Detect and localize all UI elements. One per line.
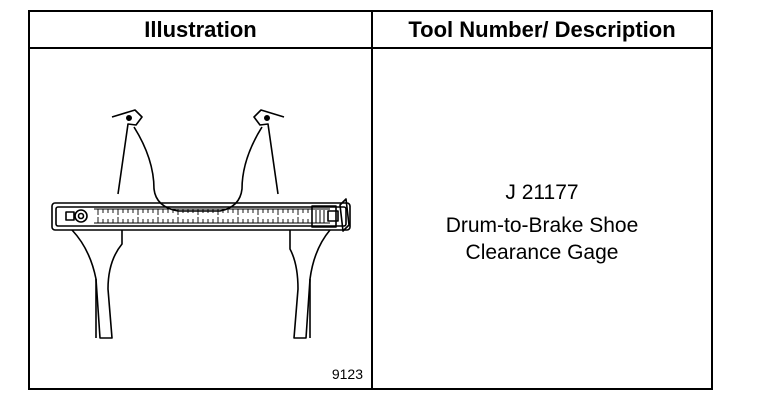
illustration-cell: 9123 xyxy=(30,49,371,388)
tool-description-line-2: Clearance Gage xyxy=(465,241,619,264)
description-header: Tool Number/ Description xyxy=(408,17,676,42)
column-divider xyxy=(371,12,373,388)
tool-description-line-1: Drum-to-Brake Shoe xyxy=(445,214,639,237)
clearance-gage-drawing-icon xyxy=(51,109,351,339)
tool-description-block: J 21177 Drum-to-Brake Shoe Clearance Gag… xyxy=(373,179,711,266)
tool-table: Illustration Tool Number/ Description xyxy=(28,10,713,390)
figure-number: 9123 xyxy=(331,366,363,382)
illustration-header: Illustration xyxy=(144,17,257,42)
description-cell: J 21177 Drum-to-Brake Shoe Clearance Gag… xyxy=(373,49,711,388)
header-divider xyxy=(30,47,711,49)
tool-number: J 21177 xyxy=(505,181,579,204)
